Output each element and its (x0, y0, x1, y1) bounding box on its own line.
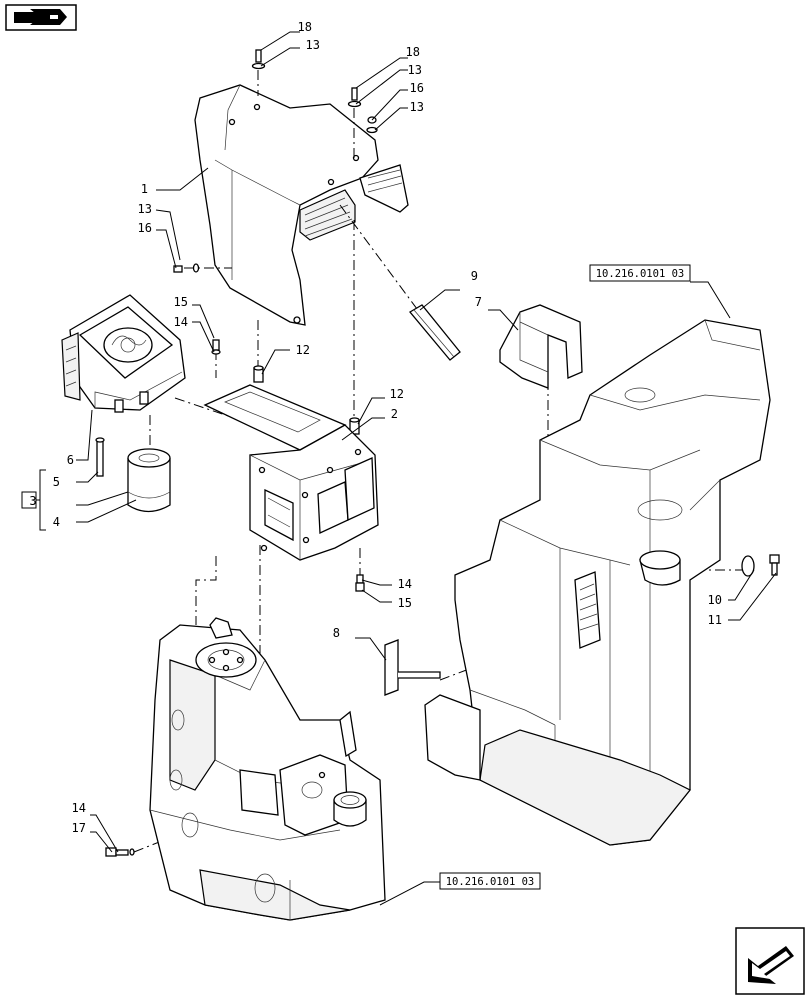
bolt-14-15-lower (355, 574, 365, 592)
callout-5: 5 (53, 475, 60, 489)
bolt-14-17 (105, 847, 135, 857)
group-bracket-3-6 (21, 469, 46, 531)
bolt-11 (769, 554, 780, 576)
bolt-8 (384, 639, 441, 696)
bolt-5 (95, 437, 105, 477)
callout-16: 16 (138, 221, 152, 235)
callout-12: 12 (296, 343, 310, 357)
fuel-tank-right (424, 319, 771, 846)
bolt-14-15-upper (211, 339, 221, 355)
callout-13: 13 (410, 100, 424, 114)
callout-13: 13 (408, 63, 422, 77)
washer-10 (741, 555, 755, 577)
callout-4: 4 (53, 515, 60, 529)
callout-13: 13 (306, 38, 320, 52)
strip-9 (409, 304, 461, 361)
filter-head-part (61, 294, 186, 413)
callout-labels: 18 13 18 13 16 13 1 13 16 15 14 12 12 2 … (29, 20, 722, 835)
callout-18: 18 (298, 20, 312, 34)
ref-box-top[interactable]: 10.216.0101 03 (589, 264, 691, 282)
callout-10: 10 (708, 593, 722, 607)
callout-7: 7 (475, 295, 482, 309)
callout-1: 1 (141, 182, 148, 196)
book-arrow-icon[interactable] (5, 4, 77, 31)
ref-label-top: 10.216.0101 03 (596, 268, 685, 280)
leader-lines (76, 31, 777, 906)
callout-8: 8 (333, 626, 340, 640)
callout-12: 12 (390, 387, 404, 401)
fuel-tank-left (149, 617, 386, 921)
filter-cartridge-part (127, 448, 171, 513)
ref-box-bottom[interactable]: 10.216.0101 03 (439, 872, 541, 890)
callout-18: 18 (406, 45, 420, 59)
callout-6: 6 (67, 453, 74, 467)
callout-3: 3 (29, 494, 36, 508)
ref-label-bottom: 10.216.0101 03 (446, 876, 535, 888)
callout-15: 15 (174, 295, 188, 309)
callout-14: 14 (174, 315, 188, 329)
bolt-18a (251, 49, 266, 70)
callout-15: 15 (398, 596, 412, 610)
pad-7 (499, 304, 583, 389)
callout-14: 14 (72, 801, 86, 815)
next-page-arrow-icon[interactable] (735, 927, 805, 995)
callout-14: 14 (398, 577, 412, 591)
cover-part (194, 84, 409, 326)
callout-2: 2 (391, 407, 398, 421)
bolt-18b (347, 87, 362, 108)
callout-17: 17 (72, 821, 86, 835)
callout-13: 13 (138, 202, 152, 216)
bracket-part (203, 384, 379, 561)
callout-16: 16 (410, 81, 424, 95)
callout-11: 11 (708, 613, 722, 627)
callout-9: 9 (471, 269, 478, 283)
spacer-12a (253, 365, 264, 383)
